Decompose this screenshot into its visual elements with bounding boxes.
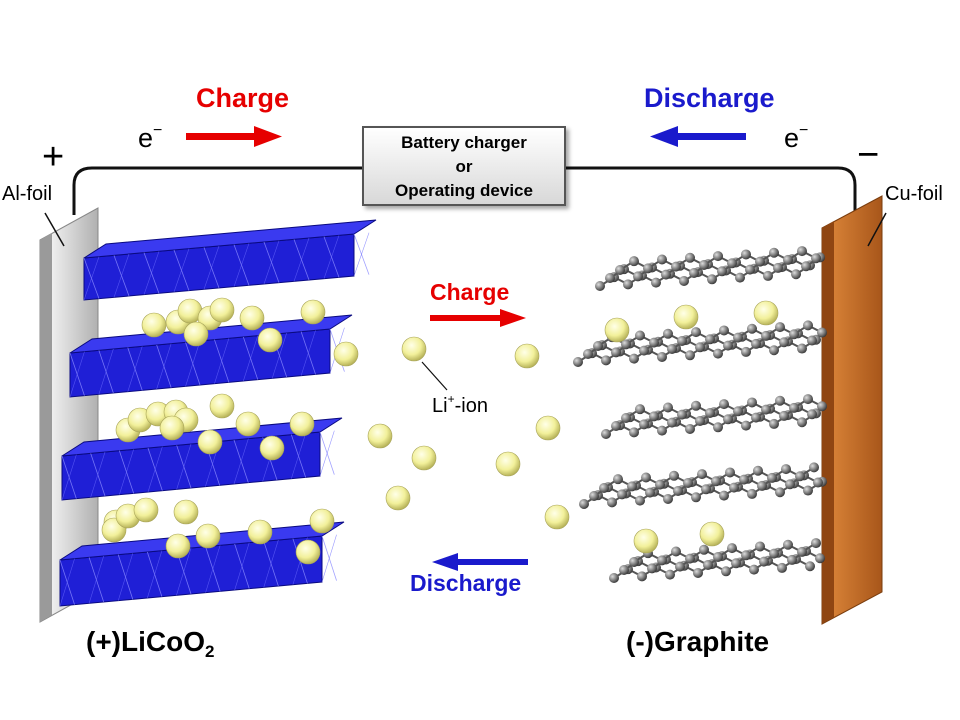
cathode-layer	[83, 219, 377, 301]
middle-charge-label: Charge	[430, 279, 510, 305]
device-line-2: or	[455, 157, 473, 176]
li-ion-suffix: -ion	[454, 395, 488, 417]
graphene-sheet	[595, 246, 825, 291]
li-ion	[495, 451, 521, 477]
minus-terminal-sign: −	[857, 134, 880, 176]
circuit-wire-left	[72, 166, 362, 215]
li-ion	[257, 327, 283, 353]
li-ion	[235, 411, 261, 437]
cu-foil-collector	[821, 195, 883, 625]
graphene-sheet	[601, 394, 827, 439]
charge-electron-arrow	[186, 126, 282, 147]
battery-charger-box: Battery charger or Operating device	[362, 126, 566, 206]
li-ion	[195, 523, 221, 549]
li-ion	[300, 299, 326, 325]
li-ion	[239, 305, 265, 331]
electron-right-label: e−	[784, 122, 808, 154]
circuit-wire-right	[566, 166, 857, 215]
electron-left-label: e−	[138, 122, 162, 154]
li-ion	[633, 528, 659, 554]
device-line-1: Battery charger	[401, 133, 527, 152]
li-ion	[183, 321, 209, 347]
al-foil-label: Al-foil	[2, 183, 53, 205]
li-ion	[604, 317, 630, 343]
electron-right-charge: −	[799, 122, 809, 139]
li-ion	[673, 304, 699, 330]
li-ion	[544, 504, 570, 530]
device-line-3: Operating device	[395, 181, 533, 200]
li-ion	[514, 343, 540, 369]
li-ion	[401, 336, 427, 362]
li-ion	[159, 415, 185, 441]
li-ion	[411, 445, 437, 471]
li-ion	[165, 533, 191, 559]
li-ion-pointer	[421, 361, 448, 391]
cu-foil-label: Cu-foil	[885, 183, 943, 205]
li-ion	[295, 539, 321, 565]
charge-ion-arrow	[430, 309, 526, 327]
graphene-sheet	[609, 538, 825, 583]
li-ion	[309, 508, 335, 534]
li-ion	[247, 519, 273, 545]
al-foil-collector	[39, 207, 99, 623]
cu-foil-pointer	[867, 212, 887, 247]
electron-left-symbol: e	[138, 123, 154, 153]
li-ion-charge: +	[447, 392, 455, 406]
cathode-formula: (+)LiCoO	[86, 626, 205, 657]
li-ion	[197, 429, 223, 455]
anode-label: (-)Graphite	[626, 626, 770, 657]
electron-right-symbol: e	[784, 123, 800, 153]
li-ion	[289, 411, 315, 437]
plus-terminal-sign: +	[42, 136, 65, 178]
discharge-ion-arrow	[432, 553, 528, 571]
li-ion	[385, 485, 411, 511]
graphite-anode-layers	[573, 246, 827, 583]
top-charge-label: Charge	[196, 83, 290, 113]
li-ion	[367, 423, 393, 449]
li-ion-particles	[101, 297, 779, 565]
top-discharge-label: Discharge	[644, 83, 775, 113]
li-ion-label: Li+-ion	[432, 392, 488, 418]
middle-discharge-label: Discharge	[410, 570, 522, 596]
cathode-subscript: 2	[205, 642, 215, 661]
li-ion	[133, 497, 159, 523]
li-ion	[209, 393, 235, 419]
cathode-label: (+)LiCoO2	[86, 626, 214, 662]
li-ion	[209, 297, 235, 323]
discharge-electron-arrow	[650, 126, 746, 147]
electron-left-charge: −	[153, 122, 163, 139]
li-ion	[699, 521, 725, 547]
li-ion	[259, 435, 285, 461]
li-ion	[333, 341, 359, 367]
li-ion	[141, 312, 167, 338]
li-ion-symbol: Li	[432, 395, 448, 417]
li-ion	[535, 415, 561, 441]
al-foil-pointer	[44, 212, 65, 247]
li-ion	[753, 300, 779, 326]
graphene-sheet	[579, 462, 827, 509]
li-ion	[173, 499, 199, 525]
